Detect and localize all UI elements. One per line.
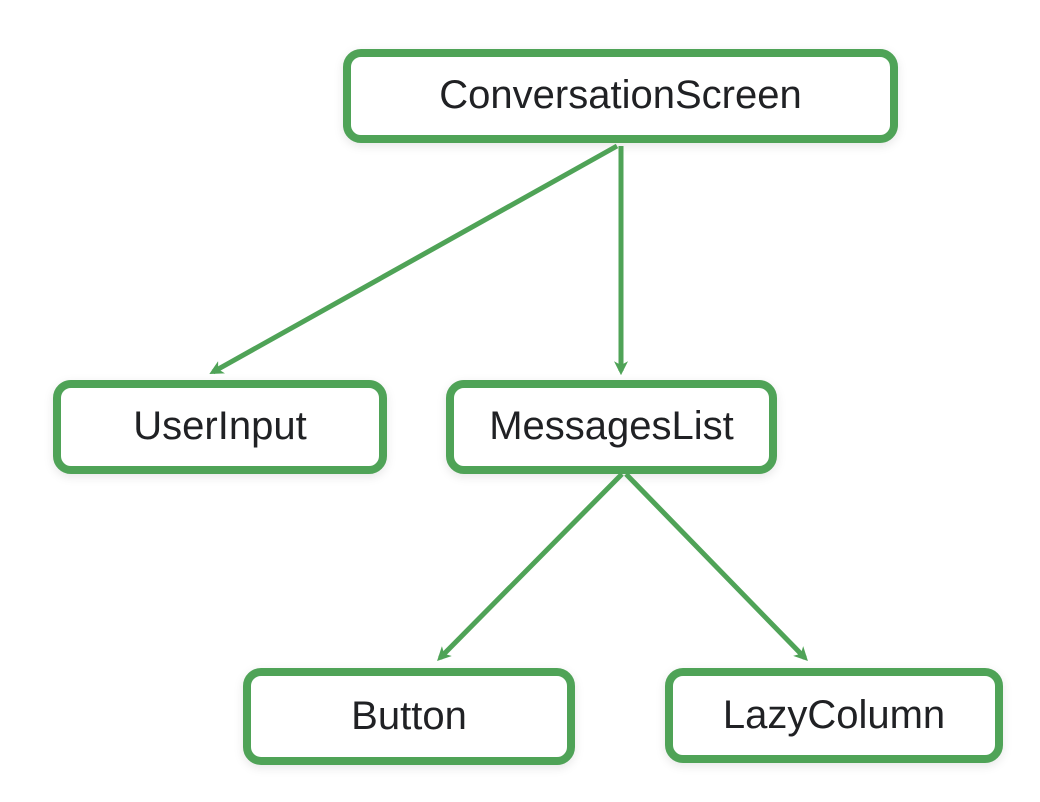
edge-messageslist-button (437, 472, 624, 661)
node-button: Button (243, 668, 575, 765)
node-conversation-screen: ConversationScreen (343, 49, 898, 143)
node-label: ConversationScreen (439, 73, 802, 117)
node-label: LazyColumn (722, 692, 946, 737)
edge-messageslist-lazycolumn (624, 472, 808, 662)
edge-conversationscreen-userinput (209, 143, 619, 375)
node-label: MessagesList (489, 404, 734, 448)
node-label: UserInput (133, 404, 307, 448)
node-user-input: UserInput (53, 380, 387, 474)
node-lazy-column: LazyColumn (665, 668, 1003, 763)
node-messages-list: MessagesList (446, 380, 777, 474)
node-label: Button (351, 693, 467, 738)
